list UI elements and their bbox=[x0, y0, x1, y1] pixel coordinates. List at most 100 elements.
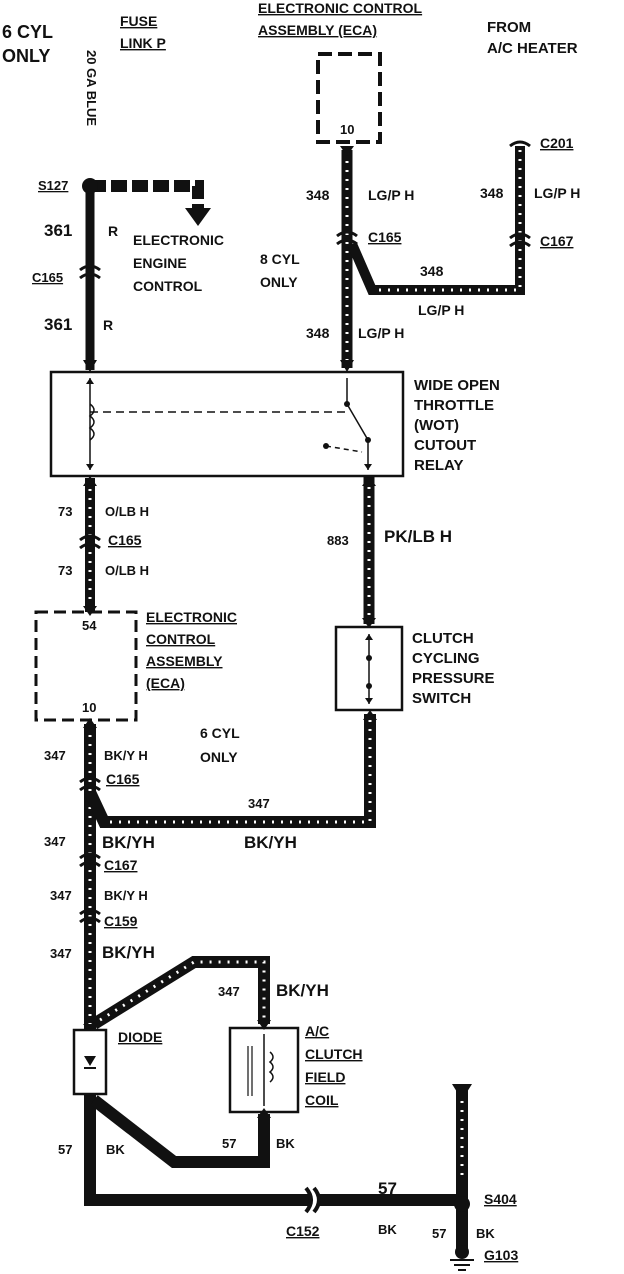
circuit-347d-color: BK/Y H bbox=[104, 888, 148, 903]
circuit-361b-color: R bbox=[103, 317, 113, 333]
splice-s404-dot bbox=[454, 1196, 470, 1212]
circuit-57a-color: BK bbox=[106, 1142, 125, 1157]
note-six-cyl-mid-2: ONLY bbox=[200, 749, 238, 765]
ground-g103-icon bbox=[450, 1245, 474, 1271]
eca-mid-title-4: (ECA) bbox=[146, 675, 185, 691]
ground-arrow-icon bbox=[452, 1084, 472, 1100]
eca-top-box bbox=[316, 52, 382, 144]
circuit-73a-color: O/LB H bbox=[105, 504, 149, 519]
eca-mid-pin-top: 54 bbox=[82, 618, 97, 633]
circuit-57d-color: BK bbox=[476, 1226, 495, 1241]
eca-mid-box bbox=[34, 610, 138, 722]
note-six-cyl-only-top-1: 6 CYL bbox=[2, 22, 53, 42]
circuit-348-heater-color: LG/P H bbox=[418, 302, 464, 318]
note-six-cyl-mid-1: 6 CYL bbox=[200, 725, 240, 741]
wot-relay-label-2: THROTTLE bbox=[414, 397, 494, 414]
circuit-347c-number: 347 bbox=[44, 834, 66, 849]
connector-c165-lower bbox=[79, 776, 101, 792]
fuse-link-label-2: LINK P bbox=[120, 35, 166, 51]
circuit-347b-number: 347 bbox=[248, 796, 270, 811]
circuit-348b-number: 348 bbox=[480, 185, 504, 201]
connector-c165-mid bbox=[79, 534, 101, 550]
wot-relay-box bbox=[49, 370, 405, 478]
connector-c165-mid-label: C165 bbox=[108, 532, 142, 548]
circuit-347-horizontal-color: BK/YH bbox=[244, 833, 297, 852]
circuit-348-ac-heater-wire bbox=[347, 146, 525, 295]
circuit-57c-color: BK bbox=[378, 1222, 397, 1237]
fuse-link-p-wire bbox=[90, 180, 211, 226]
circuit-361b-number: 361 bbox=[44, 315, 72, 334]
circuit-57b-number: 57 bbox=[222, 1136, 236, 1151]
clutch-switch-label-1: CLUTCH bbox=[412, 630, 474, 647]
splice-s127-dot bbox=[82, 178, 98, 194]
fuse-link-label-1: FUSE bbox=[120, 13, 157, 29]
ac-clutch-coil-box bbox=[228, 1026, 300, 1114]
circuit-348d-number: 348 bbox=[420, 263, 444, 279]
circuit-73b-color: O/LB H bbox=[105, 563, 149, 578]
circuit-348c-color: LG/P H bbox=[358, 325, 404, 341]
circuit-347c-color: BK/YH bbox=[102, 833, 155, 852]
from-ac-heater-2: A/C HEATER bbox=[487, 40, 578, 57]
circuit-361a-number: 361 bbox=[44, 221, 72, 240]
circuit-73b-number: 73 bbox=[58, 563, 72, 578]
circuit-347a-number: 347 bbox=[44, 748, 66, 763]
wot-relay-label-1: WIDE OPEN bbox=[414, 377, 500, 394]
connector-c167-right bbox=[509, 232, 531, 248]
ac-clutch-label-2: CLUTCH bbox=[305, 1046, 363, 1062]
connector-c165-right-label: C165 bbox=[368, 229, 402, 245]
connector-c167-lower bbox=[79, 852, 101, 868]
connector-c165-right bbox=[336, 230, 358, 246]
connector-c152-label: C152 bbox=[286, 1223, 320, 1239]
circuit-57c-number: 57 bbox=[378, 1179, 397, 1198]
circuit-883-number: 883 bbox=[327, 533, 349, 548]
circuit-347a-color: BK/Y H bbox=[104, 748, 148, 763]
splice-s404-label: S404 bbox=[484, 1191, 517, 1207]
connector-c167-lower-label: C167 bbox=[104, 857, 138, 873]
connector-c165-top bbox=[79, 264, 101, 280]
diode-label: DIODE bbox=[118, 1029, 162, 1045]
eca-top-title-2: ASSEMBLY (ECA) bbox=[258, 22, 377, 38]
note-eight-cyl-1: 8 CYL bbox=[260, 251, 300, 267]
clutch-switch-label-3: PRESSURE bbox=[412, 670, 495, 687]
from-ac-heater-1: FROM bbox=[487, 19, 531, 36]
connector-c165-lower-label: C165 bbox=[106, 771, 140, 787]
note-six-cyl-only-top-2: ONLY bbox=[2, 46, 50, 66]
connector-c165-top-label: C165 bbox=[32, 270, 63, 285]
circuit-347-wire bbox=[84, 714, 376, 1030]
note-eight-cyl-2: ONLY bbox=[260, 274, 298, 290]
clutch-cycling-switch-box bbox=[334, 625, 404, 712]
eca-top-title-1: ELECTRONIC CONTROL bbox=[258, 0, 423, 16]
eca-top-pin: 10 bbox=[340, 122, 354, 137]
wot-relay-label-5: RELAY bbox=[414, 457, 463, 474]
eca-mid-pin-bottom: 10 bbox=[82, 700, 96, 715]
circuit-347f-number: 347 bbox=[218, 984, 240, 999]
ac-clutch-label-3: FIELD bbox=[305, 1069, 345, 1085]
circuit-348a-number: 348 bbox=[306, 187, 330, 203]
wot-relay-label-4: CUTOUT bbox=[414, 437, 476, 454]
connector-c167-right-label: C167 bbox=[540, 233, 574, 249]
pin-arrows bbox=[83, 146, 377, 1118]
eec-label-1: ELECTRONIC bbox=[133, 232, 224, 248]
ac-clutch-label-4: COIL bbox=[305, 1092, 339, 1108]
circuit-73a-number: 73 bbox=[58, 504, 72, 519]
ac-clutch-label-1: A/C bbox=[305, 1023, 329, 1039]
wire-20ga-label: 20 GA BLUE bbox=[84, 50, 99, 126]
ground-g103-label: G103 bbox=[484, 1247, 518, 1263]
connector-c152 bbox=[304, 1186, 321, 1214]
circuit-361a-color: R bbox=[108, 223, 118, 239]
circuit-347d-number: 347 bbox=[50, 888, 72, 903]
clutch-switch-label-2: CYCLING bbox=[412, 650, 480, 667]
connector-c201-label: C201 bbox=[540, 135, 574, 151]
circuit-348a-color: LG/P H bbox=[368, 187, 414, 203]
diode-box bbox=[72, 1028, 108, 1096]
circuit-348b-color: LG/P H bbox=[534, 185, 580, 201]
connector-c159-label: C159 bbox=[104, 913, 138, 929]
eec-label-2: ENGINE bbox=[133, 255, 187, 271]
circuit-57b-color: BK bbox=[276, 1136, 295, 1151]
eca-mid-title-3: ASSEMBLY bbox=[146, 653, 223, 669]
clutch-switch-label-4: SWITCH bbox=[412, 690, 471, 707]
eca-mid-title-1: ELECTRONIC bbox=[146, 609, 237, 625]
eca-mid-title-2: CONTROL bbox=[146, 631, 216, 647]
circuit-347-ac-clutch-wire bbox=[90, 956, 270, 1030]
